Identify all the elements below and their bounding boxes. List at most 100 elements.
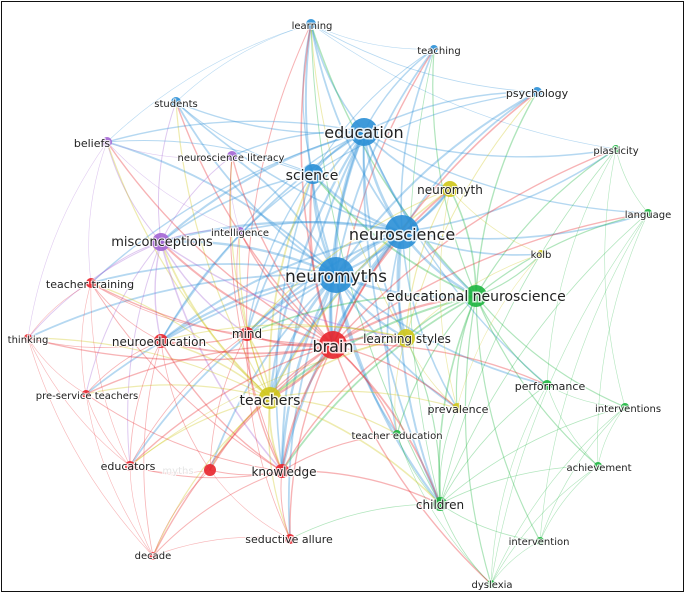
link-learning-neuromyths — [304, 23, 337, 276]
link-education-neuroscience-literacy — [231, 130, 365, 157]
link-psychology-brain — [332, 91, 538, 346]
label-pre-service-teachers: pre-service teachers — [36, 391, 139, 402]
link-children-seductive-allure — [289, 503, 441, 540]
link-plasticity-children — [439, 148, 617, 505]
link-beliefs-intelligence — [106, 141, 241, 232]
link-science-brain — [309, 173, 334, 346]
node-educational-neuroscience[interactable] — [465, 285, 487, 307]
link-psychology-neuroscience — [401, 91, 538, 233]
link-children-brain — [332, 344, 441, 505]
link-education-language — [363, 131, 649, 214]
link-intelligence-teachers — [238, 230, 271, 399]
label-decade: decade — [135, 551, 172, 562]
node-teaching[interactable] — [430, 45, 438, 53]
link-teacher-training-knowledge — [90, 282, 283, 472]
node-neuromyths[interactable] — [318, 257, 354, 293]
label-neuromyths: neuromyths — [285, 267, 387, 287]
label-neuroeducation: neuroeducation — [112, 335, 206, 349]
node-learning[interactable] — [306, 19, 316, 29]
node-interventions[interactable] — [621, 403, 629, 411]
node-teacher-training[interactable] — [86, 278, 96, 288]
node-neuroscience-literacy[interactable] — [227, 151, 237, 161]
link-science-neuroeducation — [160, 173, 314, 342]
node-neuromyth[interactable] — [442, 181, 458, 197]
node-prevalence[interactable] — [452, 403, 462, 413]
link-teacher-education-dyslexia — [396, 433, 492, 585]
link-neuromyths-myths — [209, 274, 337, 471]
link-teacher-training-pre-service-teachers — [81, 282, 92, 395]
node-plasticity[interactable] — [612, 145, 620, 153]
node-performance[interactable] — [542, 380, 552, 390]
link-pre-service-teachers-knowledge — [85, 393, 283, 472]
label-achievement: achievement — [566, 463, 631, 474]
node-intervention[interactable] — [536, 537, 544, 545]
link-teacher-training-neuroeducation — [90, 282, 162, 342]
label-kolb: kolb — [531, 250, 552, 261]
node-children[interactable] — [433, 497, 447, 511]
node-kolb[interactable] — [537, 250, 545, 258]
node-achievement[interactable] — [594, 462, 602, 470]
node-neuroeducation[interactable] — [154, 334, 168, 348]
node-language[interactable] — [644, 209, 652, 217]
node-educators[interactable] — [125, 461, 135, 471]
link-teaching-neuromyths — [335, 48, 435, 276]
node-learning-styles[interactable] — [397, 329, 415, 347]
link-education-mind — [246, 131, 365, 335]
node-teacher-education[interactable] — [393, 430, 401, 438]
link-education-neuroeducation — [160, 131, 365, 342]
label-neuromyth: neuromyth — [417, 183, 483, 197]
node-thinking[interactable] — [24, 334, 32, 342]
link-educational-neuroscience-achievement — [475, 295, 599, 467]
link-brain-decade — [152, 344, 334, 557]
link-performance-dyslexia — [490, 384, 548, 585]
node-brain[interactable] — [319, 331, 347, 359]
label-language: language — [625, 210, 672, 221]
link-neuroscience-literacy-misconceptions — [160, 155, 233, 243]
node-education[interactable] — [350, 118, 378, 146]
link-learning-psychology — [310, 23, 538, 93]
link-neuromyths-knowledge — [280, 274, 338, 472]
link-students-science — [175, 101, 314, 175]
link-brain-knowledge — [281, 344, 334, 472]
node-pre-service-teachers[interactable] — [82, 390, 90, 398]
link-kolb-learning-styles — [405, 253, 542, 339]
label-myths: myths — [162, 466, 193, 477]
label-teacher-education: teacher education — [351, 431, 442, 442]
node-mind[interactable] — [240, 327, 254, 341]
node-teachers[interactable] — [259, 387, 281, 409]
network-labels: learningteachingstudentspsychologyeducat… — [7, 20, 673, 592]
link-neuromyths-teacher-training — [90, 263, 337, 284]
link-neuromyths-thinking — [27, 273, 337, 339]
node-students[interactable] — [171, 97, 181, 107]
link-psychology-education — [363, 91, 538, 133]
node-knowledge[interactable] — [275, 464, 289, 478]
node-beliefs[interactable] — [102, 137, 112, 147]
node-science[interactable] — [303, 164, 323, 184]
link-neuroeducation-pre-service-teachers — [85, 340, 162, 395]
link-education-learning-styles — [362, 131, 407, 339]
link-seductive-allure-decade — [152, 536, 291, 557]
node-intelligence[interactable] — [236, 227, 244, 235]
node-neuroscience[interactable] — [385, 215, 419, 249]
link-learning-educational-neuroscience — [310, 23, 477, 297]
node-myths[interactable] — [204, 464, 216, 476]
node-dyslexia[interactable] — [487, 580, 495, 588]
link-plasticity-educational-neuroscience — [475, 148, 617, 297]
link-educational-neuroscience-dyslexia — [464, 295, 492, 585]
link-neuromyths-seductive-allure — [287, 274, 337, 540]
label-science: science — [286, 168, 339, 184]
link-thinking-neuroeducation — [27, 337, 162, 348]
link-educational-neuroscience-intervention — [475, 295, 541, 542]
link-achievement-children — [439, 465, 599, 505]
link-learning-styles-knowledge — [281, 337, 407, 472]
node-decade[interactable] — [149, 552, 157, 560]
node-psychology[interactable] — [532, 87, 542, 97]
link-teacher-training-mind — [90, 282, 248, 335]
node-seductive-allure[interactable] — [285, 534, 295, 544]
link-neuromyths-educators — [129, 274, 337, 467]
link-students-neuroscience — [175, 101, 403, 233]
link-myths-seductive-allure — [209, 469, 291, 540]
link-language-children — [439, 212, 649, 505]
node-misconceptions[interactable] — [152, 233, 170, 251]
